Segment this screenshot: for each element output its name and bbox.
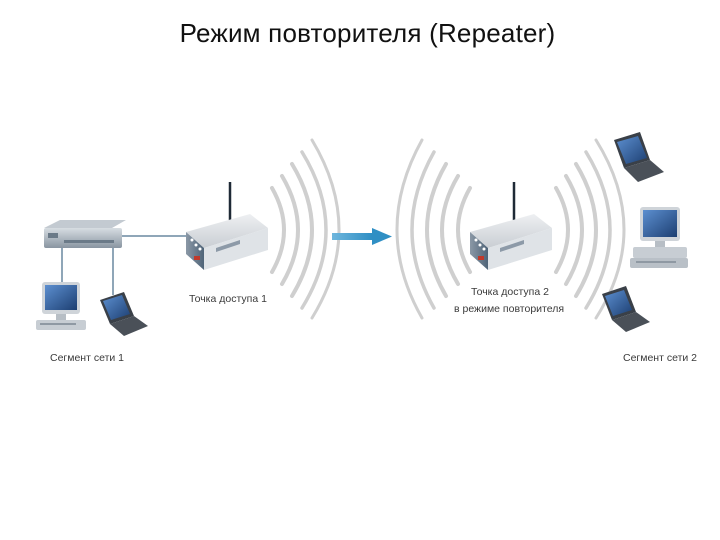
desktop-computer-icon: [36, 282, 86, 330]
access-point-2-mode-label: в режиме повторителя: [454, 303, 564, 315]
laptop-icon: [100, 292, 148, 336]
access-point-2-wireless-router-icon: [470, 182, 552, 270]
switch-icon: [44, 220, 126, 248]
segment-1-label: Сегмент сети 1: [50, 352, 124, 364]
segment-2-label: Сегмент сети 2: [623, 352, 697, 364]
radio-waves-icon: [272, 140, 339, 318]
access-point-1-label: Точка доступа 1: [189, 293, 267, 305]
access-point-2-label: Точка доступа 2: [471, 286, 549, 298]
access-point-1-wireless-router-icon: [186, 182, 268, 270]
desktop-computer-icon: [630, 207, 688, 268]
arrow-right-icon: [332, 228, 392, 245]
laptop-icon: [602, 286, 650, 332]
laptop-icon: [614, 132, 664, 182]
